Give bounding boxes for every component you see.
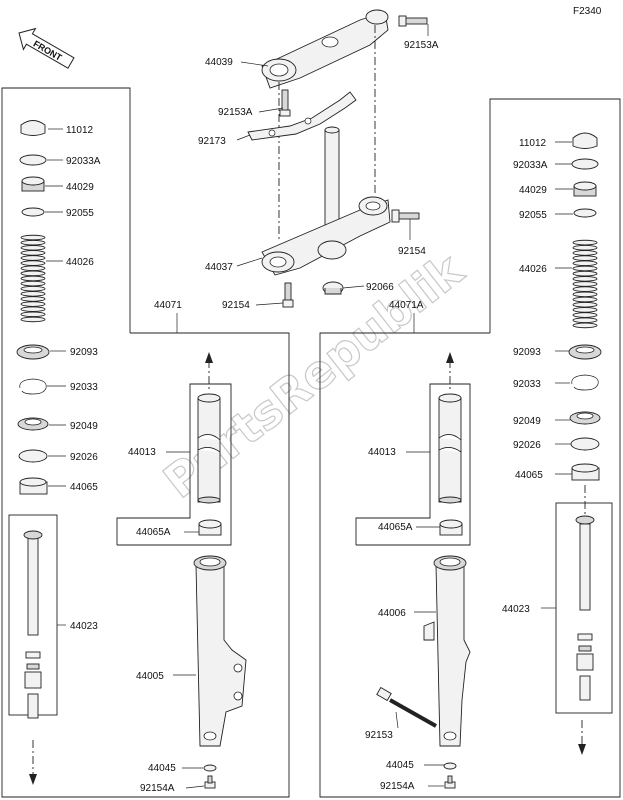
- label-right-92093: 92093: [513, 347, 541, 358]
- bolt-92154-right: [391, 209, 420, 223]
- label-92066: 92066: [366, 282, 394, 293]
- left-fork-arrow-top: [205, 352, 213, 363]
- label-right-44013: 44013: [368, 447, 396, 458]
- label-left-44045: 44045: [148, 763, 176, 774]
- label-right-92033: 92033: [513, 379, 541, 390]
- label-right-92026: 92026: [513, 440, 541, 451]
- left-seal-92093: [16, 344, 50, 360]
- bolt-92154-left: [282, 282, 294, 308]
- right-bushing-44065A: [439, 519, 463, 536]
- left-damper-44023: [23, 530, 43, 719]
- label-right-44045: 44045: [386, 760, 414, 771]
- right-inner-tube-44013: [438, 393, 462, 504]
- label-left-44023: 44023: [70, 621, 98, 632]
- label-right-44023: 44023: [502, 604, 530, 615]
- right-cap-11012: [572, 132, 598, 149]
- label-right-92049: 92049: [513, 416, 541, 427]
- right-damper-44023: [575, 515, 595, 701]
- label-left-92026: 92026: [70, 452, 98, 463]
- left-inner-frame: [116, 383, 232, 546]
- label-92173: 92173: [198, 136, 226, 147]
- bolt-92153A-top: [398, 15, 428, 27]
- label-left-44026: 44026: [66, 257, 94, 268]
- label-left-92055: 92055: [66, 208, 94, 219]
- left-column-arrow: [29, 774, 37, 785]
- label-left-92093: 92093: [70, 347, 98, 358]
- steering-stem-44037: [261, 126, 391, 276]
- right-spring-44026: [572, 239, 598, 329]
- right-washer-44045: [443, 762, 457, 770]
- label-right-92033A: 92033A: [513, 160, 548, 171]
- label-92154-left: 92154: [222, 300, 250, 311]
- label-44037: 44037: [205, 262, 233, 273]
- right-bolt-92153: [376, 686, 437, 728]
- label-44039: 44039: [205, 57, 233, 68]
- diagram-code: F2340: [573, 6, 602, 17]
- right-bolt-92154A: [444, 775, 456, 789]
- right-frame: [319, 98, 621, 798]
- right-seal-92093: [568, 344, 602, 360]
- label-right-44006: 44006: [378, 608, 406, 619]
- left-bushing-44065A: [198, 519, 222, 536]
- right-washer-92026: [570, 437, 600, 451]
- label-right-44026: 44026: [519, 264, 547, 275]
- label-92154: 92154: [398, 246, 426, 257]
- left-oring-92055: [21, 207, 45, 217]
- left-cap-11012: [20, 120, 46, 136]
- left-spring-44026: [20, 234, 46, 323]
- cable-guide-92173: [247, 91, 357, 141]
- left-spacer-44029: [21, 176, 45, 192]
- left-inner-tube-44013: [197, 393, 221, 504]
- left-clip-92033: [19, 378, 47, 395]
- left-bushing-44065: [19, 477, 48, 495]
- label-left-44013: 44013: [128, 447, 156, 458]
- label-left-92033A: 92033A: [66, 156, 101, 167]
- right-spacer-44029: [573, 181, 597, 197]
- label-left-92154A: 92154A: [140, 783, 175, 794]
- label-left-11012: 11012: [66, 125, 94, 136]
- right-clip-92033: [571, 374, 599, 391]
- label-right-44065: 44065: [515, 470, 543, 481]
- label-92153A-mid: 92153A: [218, 107, 253, 118]
- left-frame: [1, 87, 290, 798]
- label-44071: 44071: [154, 300, 182, 311]
- label-left-44029: 44029: [66, 182, 94, 193]
- label-right-11012: 11012: [519, 138, 547, 149]
- bolt-92153A-mid: [279, 89, 291, 117]
- upper-bracket: [261, 9, 389, 89]
- label-right-44065A: 44065A: [378, 522, 413, 533]
- right-seal-92049: [569, 411, 601, 425]
- left-ring-92033A: [19, 154, 47, 166]
- left-washer-44045: [203, 764, 217, 772]
- label-right-44029: 44029: [519, 185, 547, 196]
- right-outer-tube-44006: [423, 555, 471, 747]
- left-seal-92049: [17, 417, 49, 431]
- label-right-92153: 92153: [365, 730, 393, 741]
- label-left-92033: 92033: [70, 382, 98, 393]
- right-oring-92055: [573, 208, 597, 218]
- front-arrow: FRONT: [18, 27, 75, 69]
- label-left-92049: 92049: [70, 421, 98, 432]
- left-washer-92026: [18, 449, 48, 463]
- label-92153A-top: 92153A: [404, 40, 439, 51]
- label-left-44065: 44065: [70, 482, 98, 493]
- left-bolt-92154A: [204, 775, 216, 789]
- left-outer-tube-44005: [193, 555, 247, 747]
- label-left-44005: 44005: [136, 671, 164, 682]
- right-fork-arrow-top: [446, 352, 454, 363]
- label-right-92154A: 92154A: [380, 781, 415, 792]
- right-bushing-44065: [571, 463, 600, 481]
- right-column-arrow: [578, 744, 586, 755]
- label-44071A: 44071A: [389, 300, 424, 311]
- right-inner-frame: [355, 383, 471, 546]
- right-ring-92033A: [571, 158, 599, 170]
- nut-92066: [322, 281, 344, 295]
- label-left-44065A: 44065A: [136, 527, 171, 538]
- label-right-92055: 92055: [519, 210, 547, 221]
